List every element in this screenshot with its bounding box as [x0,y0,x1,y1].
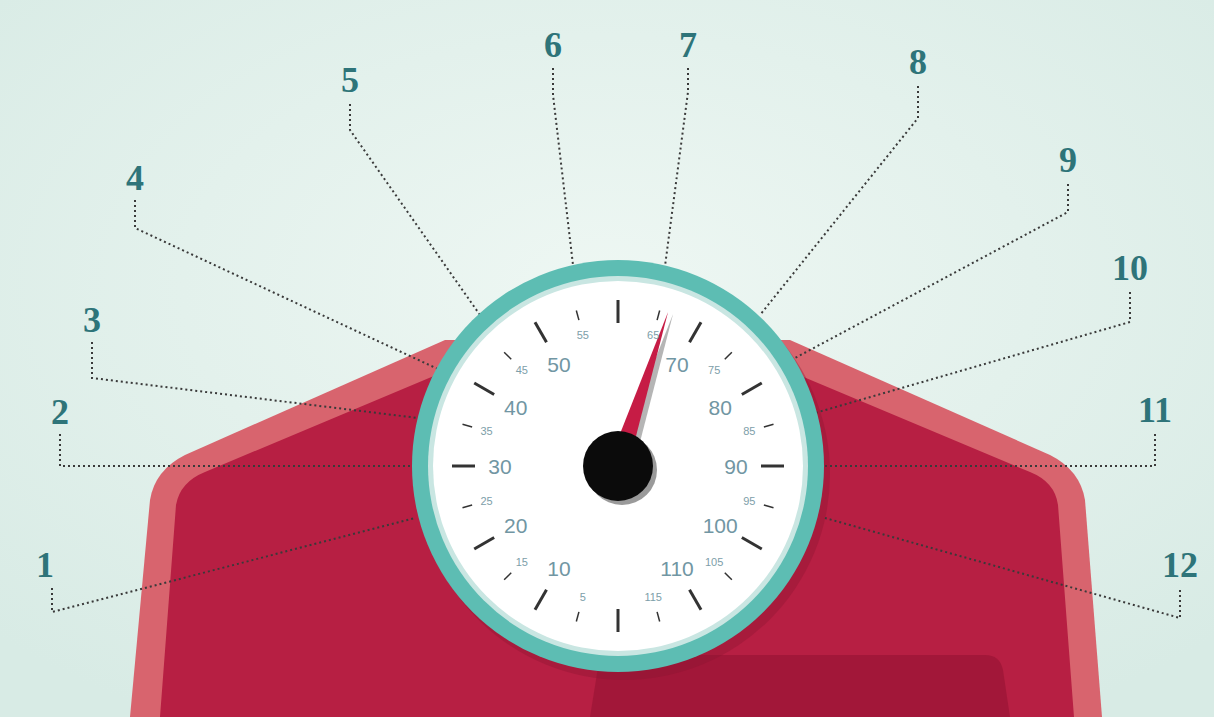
dial-ticks [452,300,784,632]
leader-line [815,292,1130,413]
callout-number: 4 [126,160,144,196]
dial-minor-number: 35 [481,425,493,436]
major-tick [690,322,702,342]
dial-number: 20 [504,515,527,536]
minor-tick [725,352,732,359]
minor-tick [504,352,511,359]
minor-tick [764,505,774,508]
minor-tick [725,573,732,580]
major-tick [452,465,475,468]
minor-tick [764,424,774,427]
minor-tick [657,612,660,622]
minor-tick [504,573,511,580]
dial-minor-number: 85 [743,425,755,436]
major-tick [617,609,620,632]
needle-hub [583,431,653,501]
minor-tick [576,310,579,320]
major-tick [535,590,547,610]
callout-number: 3 [83,302,101,338]
dial-number: 90 [724,456,747,477]
leader-line [825,518,1180,618]
dial-minor-number: 75 [708,364,720,375]
callout-number: 2 [51,394,69,430]
leader-line [60,434,410,466]
leader-line [795,184,1068,358]
callout-number: 12 [1162,547,1198,583]
callout-number: 1 [36,547,54,583]
major-tick [690,590,702,610]
dial-number: 50 [547,353,570,374]
leader-line [52,518,415,612]
callout-number: 11 [1138,392,1172,428]
dial-minor-number: 25 [481,496,493,507]
minor-tick [576,612,579,622]
major-tick [535,322,547,342]
dial-minor-number: 65 [647,329,659,340]
callout-number: 10 [1112,250,1148,286]
dial-minor-number: 45 [516,364,528,375]
leader-line [823,434,1155,466]
leader-line [553,68,573,265]
dial-minor-number: 5 [580,592,586,603]
dial-minor-number: 95 [743,496,755,507]
leader-line [92,342,418,418]
dial-number: 30 [488,456,511,477]
dial-number: 80 [709,397,732,418]
callout-number: 6 [544,27,562,63]
dial-number: 70 [665,353,688,374]
callout-number: 5 [341,62,359,98]
dial-minor-number: 55 [577,329,589,340]
dial-ring [412,260,824,672]
dial-inner-rim [428,276,808,656]
dial-minor-number: 15 [516,557,528,568]
major-tick [742,383,762,395]
dial-number: 100 [703,515,738,536]
minor-tick [462,424,472,427]
major-tick [474,383,494,395]
major-tick [617,300,620,323]
major-tick [474,538,494,550]
major-tick [742,538,762,550]
dial-face [433,281,803,651]
major-tick [761,465,784,468]
dial-minor-number: 115 [644,592,662,603]
minor-tick [657,310,660,320]
dial-number: 40 [504,397,527,418]
leader-line [350,104,480,315]
dial-minor-number: 105 [705,557,723,568]
dial-number: 10 [547,558,570,579]
callout-number: 9 [1059,142,1077,178]
leader-line [760,86,918,315]
minor-tick [462,505,472,508]
leader-line [665,68,688,266]
callout-number: 8 [909,44,927,80]
leader-line [135,200,440,370]
callout-number: 7 [679,27,697,63]
dial-number: 110 [660,558,693,579]
